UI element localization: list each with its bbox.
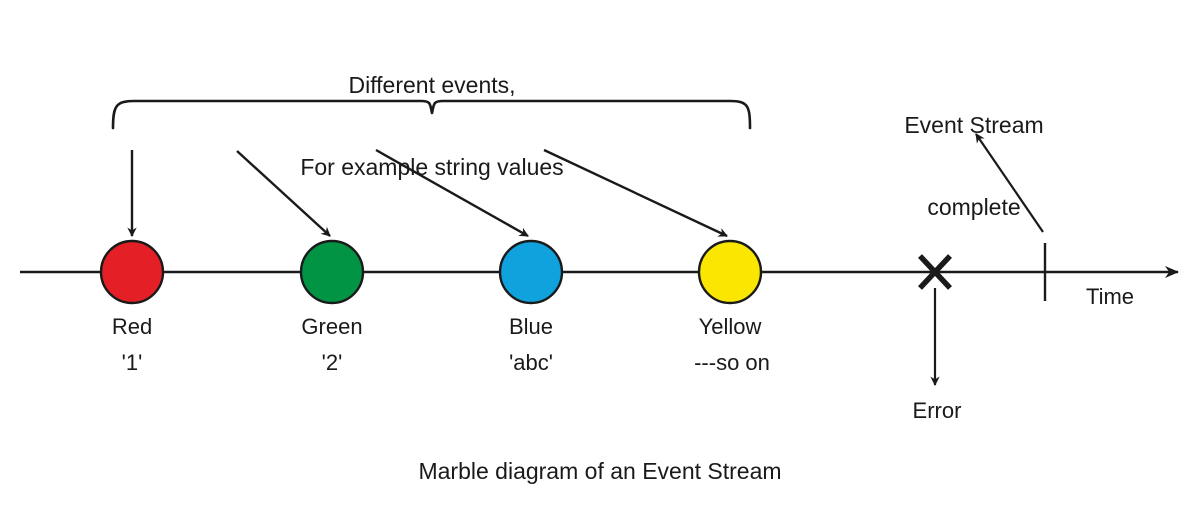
arrow-to-blue-marble <box>375 148 529 238</box>
marble-label-green-value: '2' <box>321 350 343 375</box>
event-pointer-arrows <box>127 148 728 238</box>
error-x-stroke-2 <box>917 254 953 290</box>
complete-annotation-line1: Event Stream <box>904 112 1044 139</box>
events-brace <box>111 99 752 130</box>
marble-label-red-value: '1' <box>121 350 143 375</box>
marble-label-blue-value: 'abc' <box>509 350 553 375</box>
error-label: Error <box>912 398 962 423</box>
time-axis-label: Time <box>1085 284 1135 309</box>
marble-label-blue-name: Blue <box>508 314 554 339</box>
marble-red[interactable] <box>99 239 165 305</box>
diagram-caption: Marble diagram of an Event Stream <box>418 458 782 484</box>
complete-annotation-line2: complete <box>927 193 1021 220</box>
error-marker-x-icon <box>917 254 953 290</box>
marble-label-yellow-value: ---so on <box>694 350 770 375</box>
complete-annotation: Event Stream complete <box>904 58 1043 275</box>
marble-label-red-name: Red <box>111 314 153 339</box>
marble-label-green-name: Green <box>301 314 363 339</box>
events-annotation-line2: For example string values <box>300 153 564 180</box>
brace-path <box>111 99 752 130</box>
marble-blue[interactable] <box>498 239 564 305</box>
arrow-to-complete-label <box>975 133 1044 233</box>
events-annotation: Different events, For example string val… <box>300 18 563 235</box>
marble-label-yellow-name: Yellow <box>698 314 762 339</box>
marble-green[interactable] <box>299 239 365 305</box>
events-annotation-line1: Different events, <box>348 72 516 99</box>
arrow-to-green-marble <box>236 150 331 237</box>
marble-yellow[interactable] <box>697 239 763 305</box>
arrow-to-yellow-marble <box>543 148 728 238</box>
